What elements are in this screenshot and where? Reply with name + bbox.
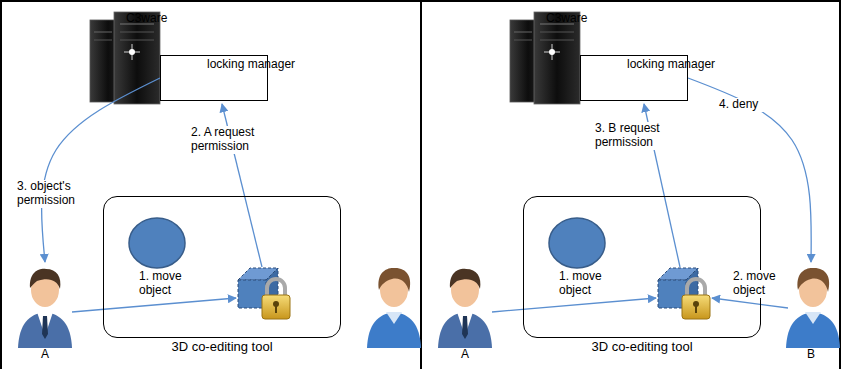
step-label: 2. move object <box>732 270 784 298</box>
flow-connector <box>688 78 811 262</box>
step-label: 1. move object <box>138 270 190 298</box>
locked-cube <box>658 268 710 319</box>
move-arrow <box>72 298 236 312</box>
locked-cube <box>238 268 290 319</box>
edge-label: 4. deny <box>718 98 770 112</box>
node-text: C3ware <box>126 12 167 26</box>
action-arrows <box>72 104 788 312</box>
person-icon <box>786 268 840 348</box>
sphere-object <box>549 218 605 268</box>
server-icon <box>90 12 160 104</box>
flow-connector <box>42 78 160 262</box>
user-figure: B <box>783 262 839 362</box>
server-group: locking manager C3ware <box>80 10 275 105</box>
move-arrow <box>712 298 788 308</box>
manager-box: locking manager <box>160 55 268 101</box>
node-text: C3ware <box>546 12 587 26</box>
node-text: B <box>783 348 839 362</box>
manager-box: locking manager <box>580 55 688 101</box>
user-figure: A <box>435 262 495 362</box>
person-icon <box>18 269 72 348</box>
step-label: 2. A request permission <box>190 126 272 154</box>
node-text: locking manager <box>627 58 699 72</box>
node-text: A <box>435 348 495 362</box>
node-text: locking manager <box>207 58 279 72</box>
step-label: 1. move object <box>558 270 610 298</box>
edge-label: 3. object's permission <box>16 180 84 208</box>
sphere-object <box>129 218 185 268</box>
node-text: 3D co-editing tool <box>524 340 760 355</box>
move-arrow <box>492 298 656 312</box>
user-figure: A <box>15 262 75 362</box>
node-text: A <box>15 348 75 362</box>
tool-region: 3D co-editing tool <box>523 196 761 338</box>
tool-region: 3D co-editing tool <box>103 196 341 338</box>
person-icon <box>438 269 492 348</box>
divider <box>420 0 422 369</box>
server-icon <box>510 12 580 104</box>
step-label: 3. B request permission <box>594 122 676 150</box>
server-group: locking manager C3ware <box>500 10 695 105</box>
node-text: 3D co-editing tool <box>104 340 340 355</box>
person-icon <box>367 268 421 348</box>
